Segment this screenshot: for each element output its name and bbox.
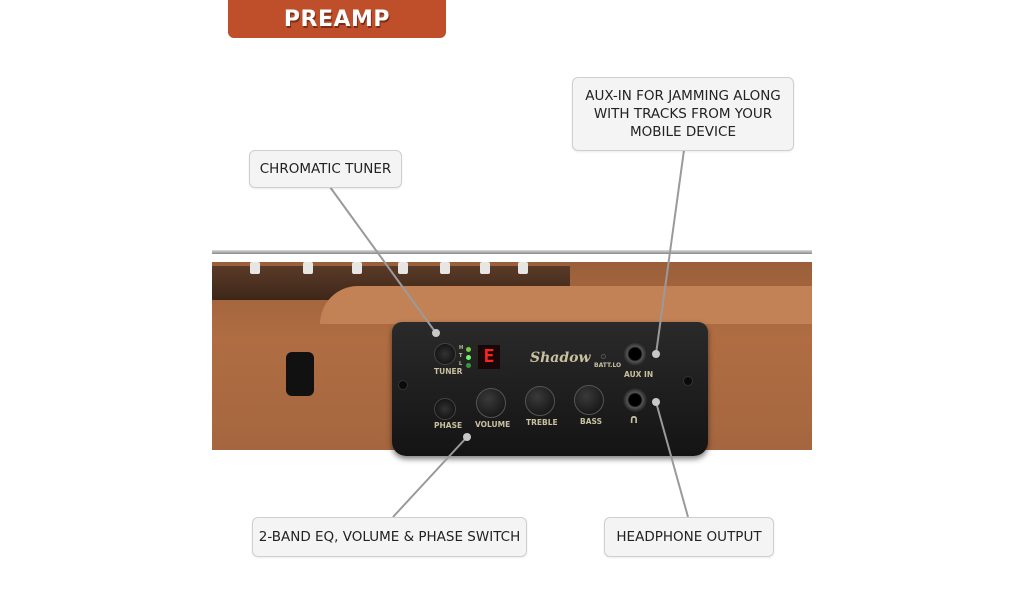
fret-marker [250, 262, 260, 274]
bass-label: BASS [580, 417, 602, 426]
batt-lo-label: BATT.LO [594, 362, 622, 369]
headphone-leader-dot [652, 398, 660, 406]
fret-marker [518, 262, 528, 274]
callout-eq-volume-phase: 2-BAND EQ, VOLUME & PHASE SWITCH [252, 517, 527, 557]
eq-leader-line [392, 436, 468, 518]
page-title: PREAMP [228, 0, 446, 38]
led-t-label: T [459, 353, 463, 359]
brand-logo: Shadow [530, 350, 591, 366]
callout-chromatic-tuner: CHROMATIC TUNER [249, 150, 402, 188]
headphone-leader-line [655, 401, 689, 518]
led-t [466, 355, 471, 360]
volume-knob[interactable] [476, 388, 506, 418]
fret-marker [352, 262, 362, 274]
led-l [466, 363, 471, 368]
callout-headphone-output: HEADPHONE OUTPUT [604, 517, 774, 557]
fret-marker [440, 262, 450, 274]
aux-callout-line: MOBILE DEVICE [630, 124, 736, 140]
led-h [466, 347, 471, 352]
eq-leader-dot [463, 433, 471, 441]
volume-label: VOLUME [475, 420, 511, 429]
battery-led [601, 354, 606, 359]
guitar-top [320, 286, 812, 324]
treble-knob[interactable] [525, 386, 555, 416]
aux-in-jack[interactable] [623, 342, 647, 366]
tuner-button[interactable] [434, 343, 456, 365]
led-h-label: H [459, 345, 464, 351]
aux-leader-line [655, 149, 685, 355]
phase-label: PHASE [434, 421, 463, 430]
bass-knob[interactable] [574, 385, 604, 415]
fret-marker [480, 262, 490, 274]
screw-icon [683, 376, 693, 386]
tuner-display: E [478, 345, 500, 369]
led-l-label: L [459, 361, 463, 367]
phase-switch[interactable] [434, 398, 456, 420]
tuner-leader-dot [432, 329, 440, 337]
fret-marker [398, 262, 408, 274]
aux-leader-dot [652, 350, 660, 358]
headphone-jack[interactable] [623, 388, 647, 412]
aux-callout-line: WITH TRACKS FROM YOUR [593, 106, 773, 122]
screw-icon [398, 380, 408, 390]
headphone-icon: ∩ [629, 412, 639, 426]
strap-button [286, 352, 314, 396]
callout-aux-in: AUX-IN FOR JAMMING ALONG WITH TRACKS FRO… [572, 77, 794, 151]
treble-label: TREBLE [526, 418, 558, 427]
fret-marker [303, 262, 313, 274]
tuner-leader-line [329, 186, 437, 334]
aux-in-label: AUX IN [624, 370, 654, 379]
tuner-label: TUNER [434, 367, 463, 376]
guitar-string [212, 250, 812, 254]
aux-callout-line: AUX-IN FOR JAMMING ALONG [585, 88, 781, 104]
